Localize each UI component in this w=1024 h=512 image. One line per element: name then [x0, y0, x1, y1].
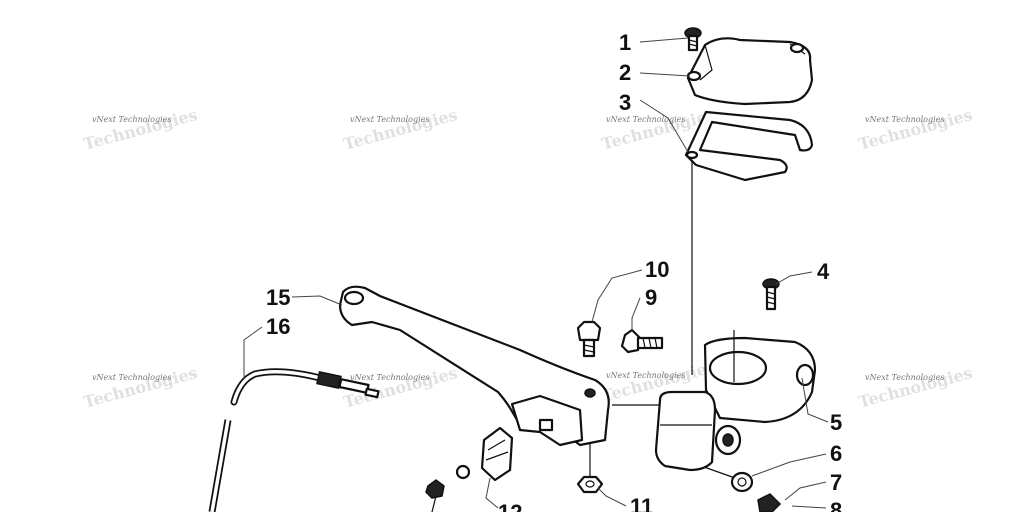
part-4-screw [762, 278, 780, 311]
callout-16: 16 [266, 314, 290, 339]
callout-12: 12 [498, 500, 522, 512]
svg-text:Technologies: Technologies [341, 105, 459, 154]
part-9-bolt [620, 328, 664, 354]
callout-8: 8 [830, 498, 842, 512]
part-15-lever [338, 285, 610, 447]
callout-3: 3 [619, 90, 631, 115]
callout-7: 7 [830, 470, 842, 495]
watermark-5: Technologies vNext Technologies [81, 363, 199, 412]
watermark-text: vNext Technologies [865, 115, 944, 124]
callout-1: 1 [619, 30, 631, 55]
callout-10: 10 [645, 257, 669, 282]
part-1-screw [684, 27, 702, 52]
watermark-text: vNext Technologies [606, 115, 685, 124]
svg-text:Technologies: Technologies [856, 363, 974, 412]
callout-15: 15 [266, 285, 290, 310]
part-5-master-cylinder [654, 330, 817, 472]
watermark-4: Technologies vNext Technologies [856, 105, 974, 154]
part-2-housing-cover [686, 37, 814, 106]
callout-6: 6 [830, 441, 842, 466]
part-12-adjuster [425, 426, 514, 512]
part-6-washer [730, 471, 754, 493]
watermark-text: vNext Technologies [350, 115, 429, 124]
svg-text:Technologies: Technologies [856, 105, 974, 154]
leader-lines [243, 37, 829, 509]
part-3-gasket [684, 110, 814, 182]
callout-11: 11 [630, 494, 653, 512]
callout-9: 9 [645, 285, 657, 310]
part-8-bolt [757, 493, 782, 512]
watermark-text: vNext Technologies [350, 373, 429, 382]
watermark-1: Technologies vNext Technologies [81, 105, 199, 154]
part-11-nut [576, 475, 604, 494]
watermark-2: Technologies vNext Technologies [341, 105, 459, 154]
svg-text:Technologies: Technologies [81, 105, 199, 154]
svg-text:Technologies: Technologies [81, 363, 199, 412]
part-10-bleeder [576, 320, 602, 358]
callout-labels: 1 2 3 4 5 6 7 8 9 10 11 12 15 16 [266, 30, 842, 512]
watermark-text: vNext Technologies [92, 373, 171, 382]
callout-5: 5 [830, 410, 842, 435]
part-16-cable [208, 368, 380, 512]
watermark-text: vNext Technologies [606, 371, 685, 380]
callout-2: 2 [619, 60, 631, 85]
watermark-text: vNext Technologies [92, 115, 171, 124]
watermark-text: vNext Technologies [865, 373, 944, 382]
watermark-8: Technologies vNext Technologies [856, 363, 974, 412]
callout-4: 4 [817, 259, 830, 284]
